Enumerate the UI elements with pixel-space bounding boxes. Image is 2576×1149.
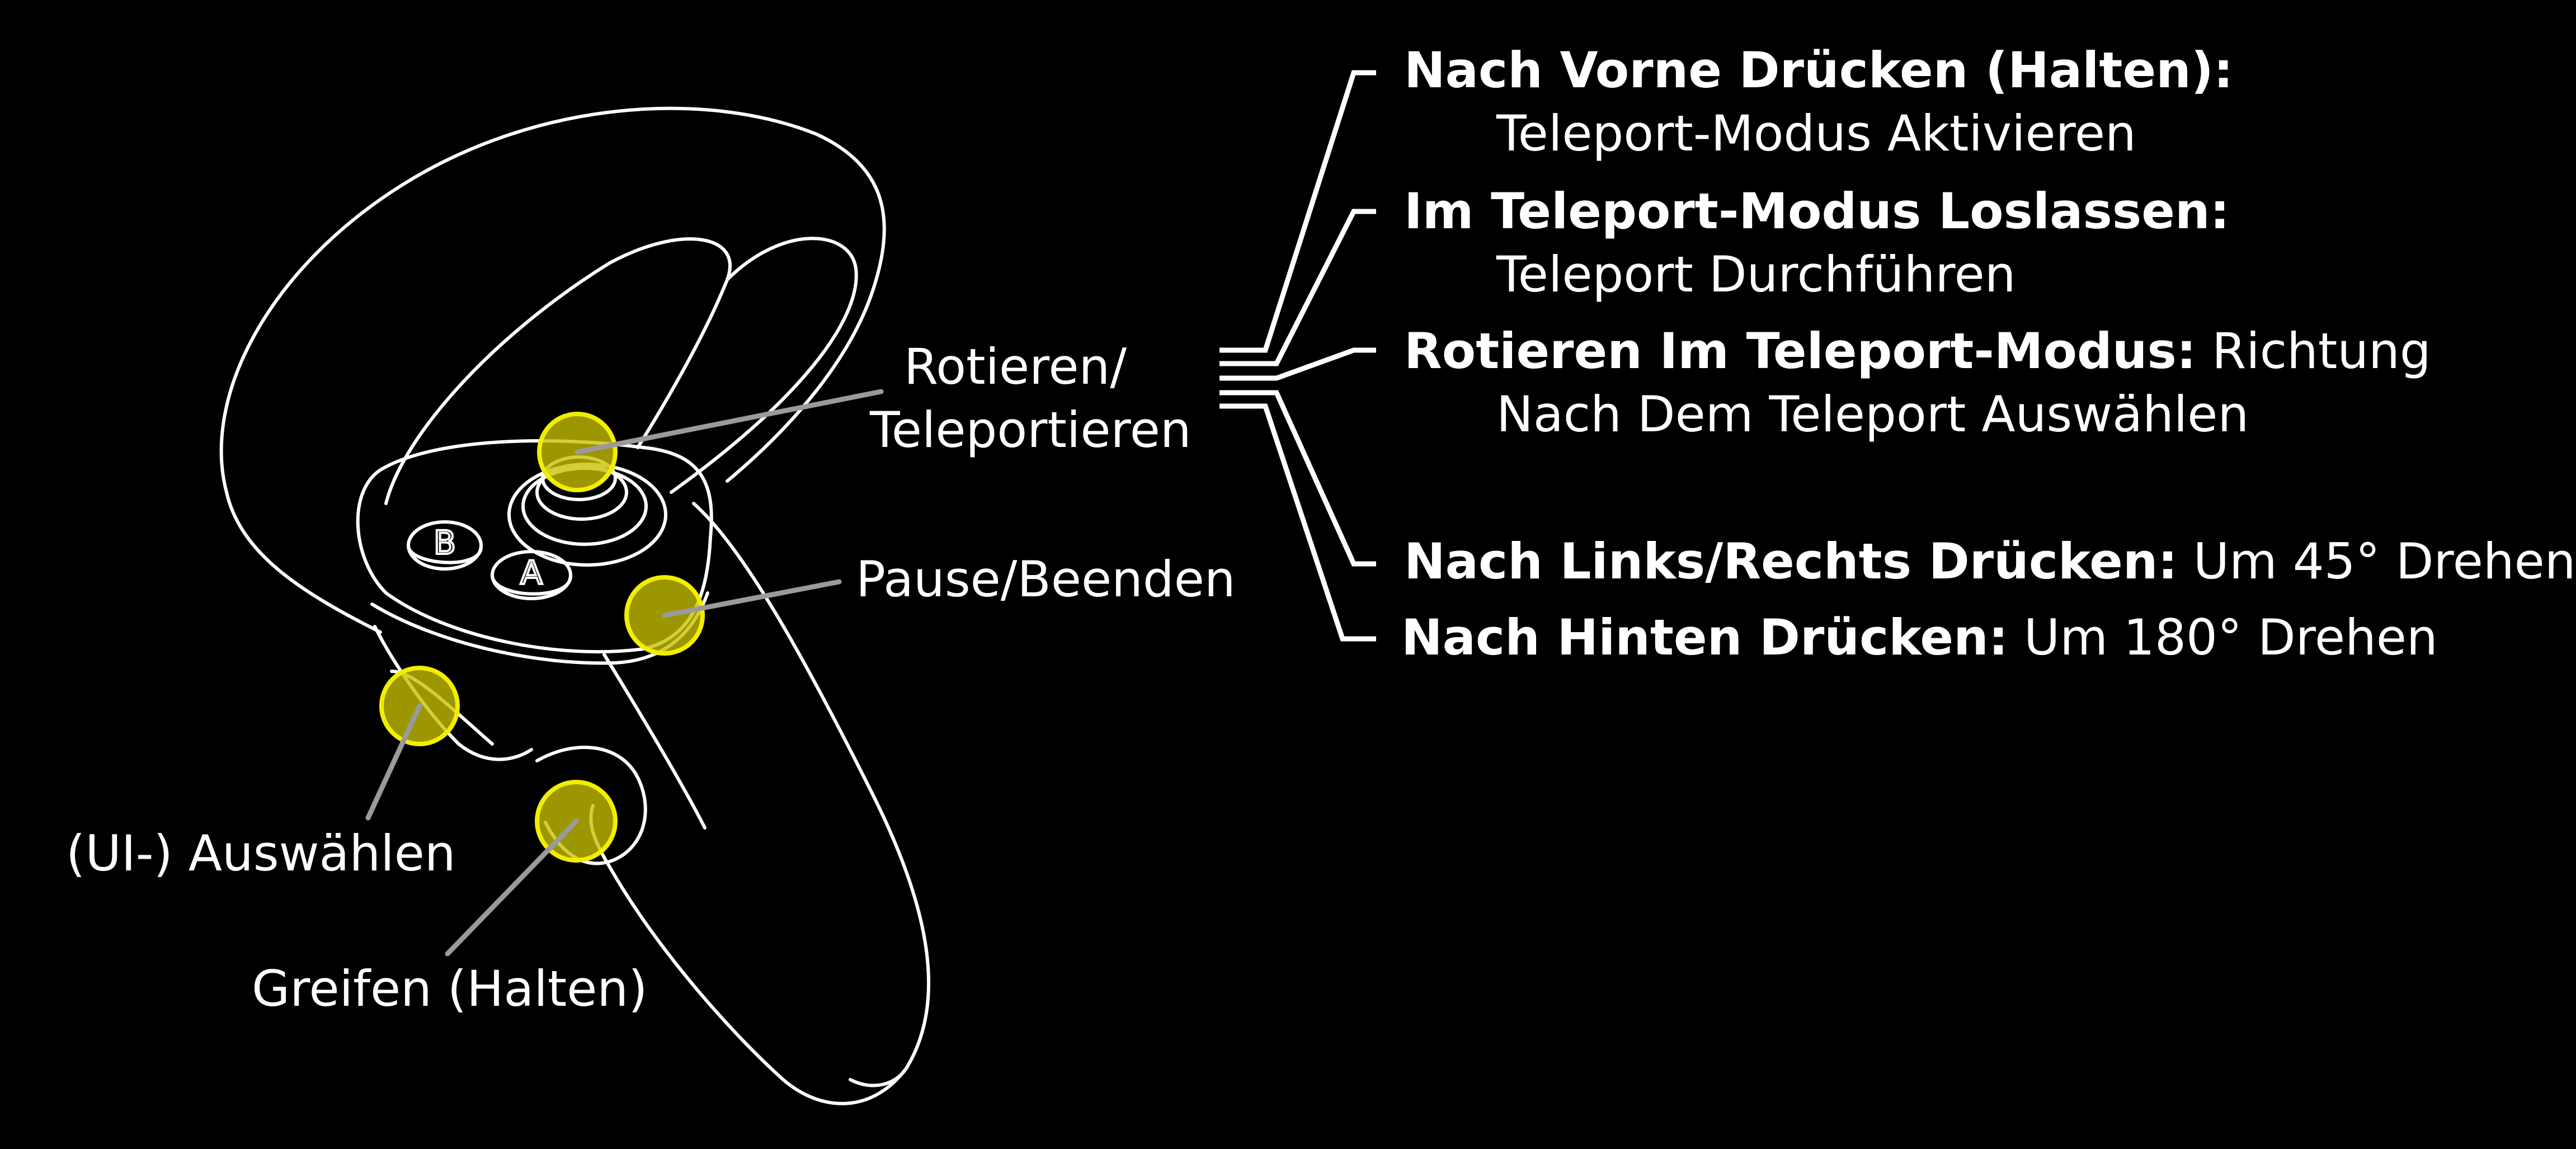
action-back-detail: Um 180° Drehen	[2023, 609, 2438, 666]
tracking-ring-inner	[384, 237, 732, 505]
action-push-forward: Nach Vorne Drücken (Halten): Teleport-Mo…	[1404, 39, 2233, 165]
action-release-title: Im Teleport-Modus Loslassen:	[1404, 182, 2230, 240]
menu-leader	[662, 579, 842, 618]
action-back: Nach Hinten Drücken: Um 180° Drehen	[1401, 606, 2438, 670]
tracking-ring-outer	[219, 106, 886, 634]
trigger-leader	[365, 703, 422, 821]
action-rotate: Rotieren Im Teleport-Modus: Richtung Nac…	[1404, 320, 2431, 446]
action-push-forward-detail: Teleport-Modus Aktivieren	[1496, 104, 2136, 162]
action-push-forward-title: Nach Vorne Drücken (Halten):	[1404, 41, 2234, 99]
actions-bracket	[1219, 70, 1376, 642]
action-release-detail: Teleport Durchführen	[1496, 245, 2016, 303]
thumbstick-leader	[574, 389, 884, 455]
grip-label: Greifen (Halten)	[252, 960, 648, 1018]
action-rotate-detail-inline: Richtung	[2212, 322, 2431, 380]
action-back-title: Nach Hinten Drücken:	[1401, 609, 2008, 666]
action-left-right: Nach Links/Rechts Drücken: Um 45° Drehen	[1404, 530, 2576, 594]
leader-lines	[365, 389, 884, 957]
b-button-glyph: B	[434, 524, 456, 562]
face-plate	[356, 439, 713, 654]
trigger-shape	[373, 625, 533, 761]
menu-label: Pause/Beenden	[856, 550, 1236, 608]
action-left-right-title: Nach Links/Rechts Drücken:	[1404, 533, 2178, 590]
controller-outline: B A	[219, 106, 930, 1105]
a-button-glyph: A	[520, 554, 543, 592]
action-rotate-title: Rotieren Im Teleport-Modus:	[1404, 322, 2197, 380]
grip-leader	[445, 818, 579, 957]
action-left-right-detail: Um 45° Drehen	[2193, 533, 2576, 590]
action-release: Im Teleport-Modus Loslassen: Teleport Du…	[1404, 180, 2230, 306]
trigger-label: (UI-) Auswählen	[66, 825, 456, 882]
thumbstick-label: Rotieren/ Teleportieren	[870, 338, 1192, 459]
action-rotate-detail: Nach Dem Teleport Auswählen	[1496, 385, 2249, 443]
